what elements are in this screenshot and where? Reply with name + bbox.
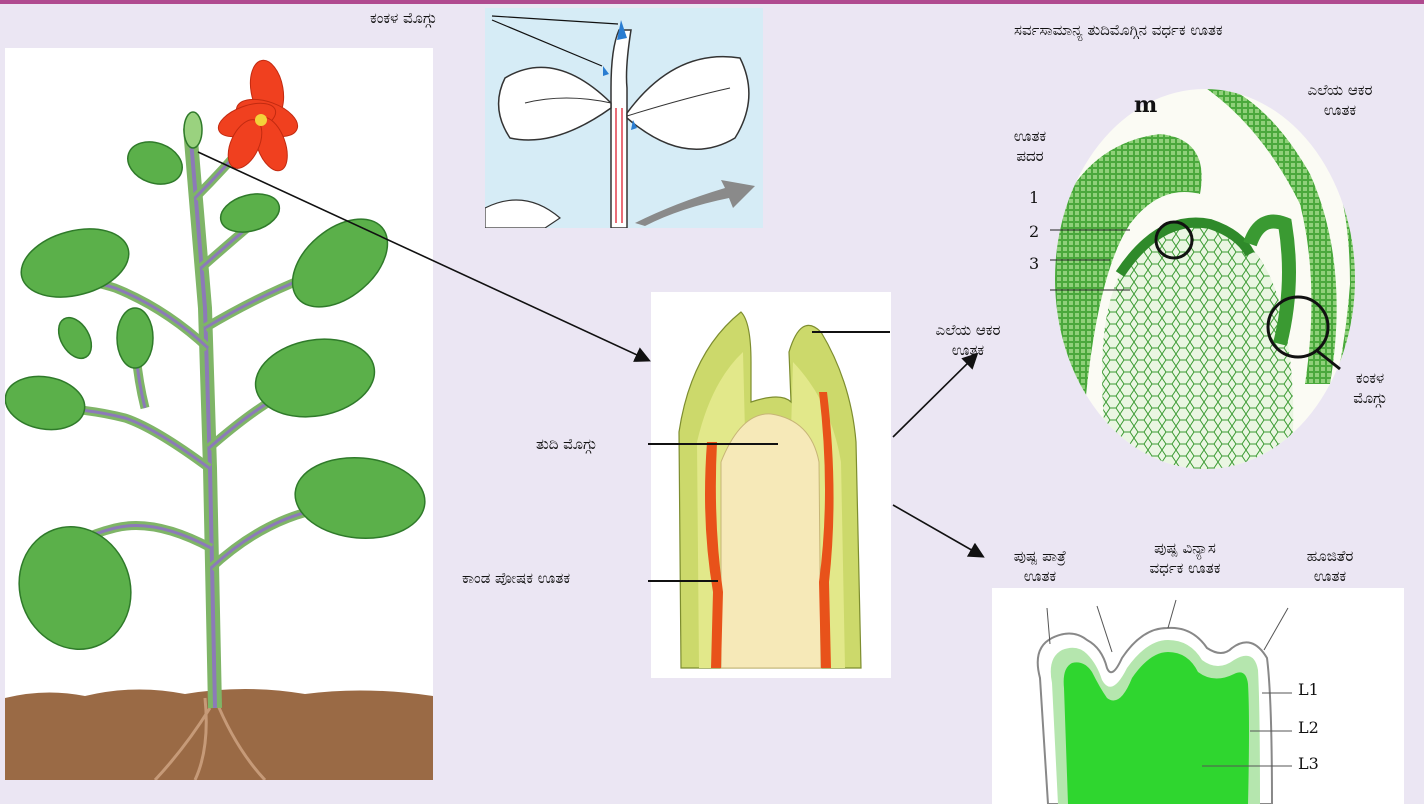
- leaf-primordium-label-mid: ಎಲೆಯ ಆಕರ ಊತಕ: [908, 320, 1028, 360]
- layer-label-L2: L2: [1298, 718, 1319, 737]
- apical-bud-label: ತುದಿ ಮೊಗ್ಗು: [536, 434, 597, 454]
- layer-number-3: 3: [1029, 254, 1039, 273]
- layer-number-2: 2: [1029, 222, 1039, 241]
- layer-label-L1: L1: [1298, 680, 1319, 699]
- arrow-to-micrograph: [893, 355, 976, 437]
- arrow-to-apex: [198, 152, 648, 360]
- arrow-to-layers: [893, 505, 982, 556]
- axillary-bud-label-right: ಕಂಕಳ ಮೊಗ್ಗು: [1330, 368, 1410, 408]
- layer-number-1: 1: [1029, 188, 1039, 207]
- tissue-layer-label: ಊತಕ ಪದರ: [995, 126, 1065, 166]
- apical-meristem-title: ಸರ್ವಸಾಮಾನ್ಯ ತುದಿಮೊಗ್ಗಿನ ವರ್ಧಕ ಊತಕ: [1014, 20, 1223, 40]
- layer-label-L3: L3: [1298, 754, 1319, 773]
- leaf-primordium-label-top: ಎಲೆಯ ಆಕರ ಊತಕ: [1270, 80, 1410, 120]
- receptacle-label: ಪುಷ್ಪ ಪಾತ್ರೆ ಊತಕ: [978, 546, 1102, 586]
- inflorescence-meristem-label: ಪುಷ್ಪ ವಿನ್ಯಾಸ ವರ್ಧಕ ಊತಕ: [1115, 538, 1255, 578]
- axillary-bud-label-top: ಕಂಕಳ ಮೊಗ್ಗು: [370, 8, 437, 28]
- bract-tissue-label: ಹೂಜಿತೆರ ಊತಕ: [1280, 546, 1380, 586]
- stem-vascular-tissue-label: ಕಾಂಡ ಪೋಷಕ ಊತಕ: [462, 568, 570, 588]
